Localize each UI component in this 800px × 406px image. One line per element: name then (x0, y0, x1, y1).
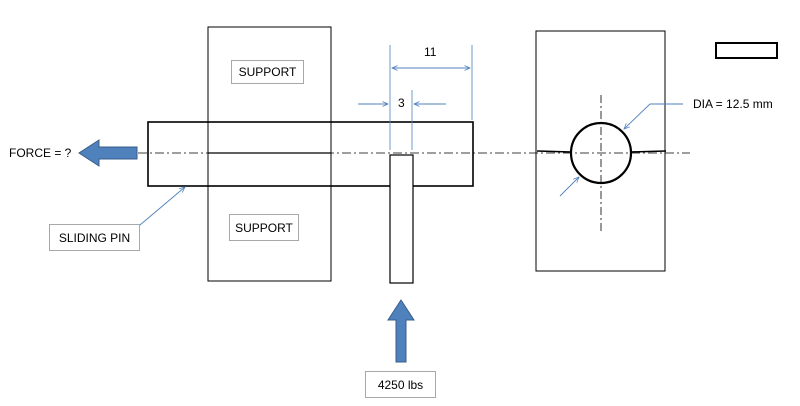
load-member (389, 154, 414, 284)
pin-hole-circle (569, 121, 633, 185)
dimension-11-label: 11 (424, 45, 437, 59)
end-view-pin-line-right (630, 150, 667, 153)
end-view-pin-line-left (536, 150, 573, 153)
support-top-label: SUPPORT (231, 60, 304, 84)
sliding-pin-label: SLIDING PIN (49, 224, 140, 251)
load-label: 4250 lbs (365, 371, 436, 398)
sliding-pin-leader (139, 187, 185, 226)
diameter-leader-bottom (559, 177, 579, 197)
diameter-leader-top-arrow (624, 103, 651, 129)
force-label: FORCE = ? (9, 146, 72, 160)
dimension-3-label: 3 (398, 96, 405, 110)
diameter-label: DIA = 12.5 mm (693, 97, 773, 111)
sliding-pin-bar (147, 121, 474, 187)
support-bottom-label: SUPPORT (229, 214, 299, 241)
load-arrow (387, 299, 415, 363)
small-rectangle (715, 42, 778, 59)
force-arrow (78, 139, 138, 167)
